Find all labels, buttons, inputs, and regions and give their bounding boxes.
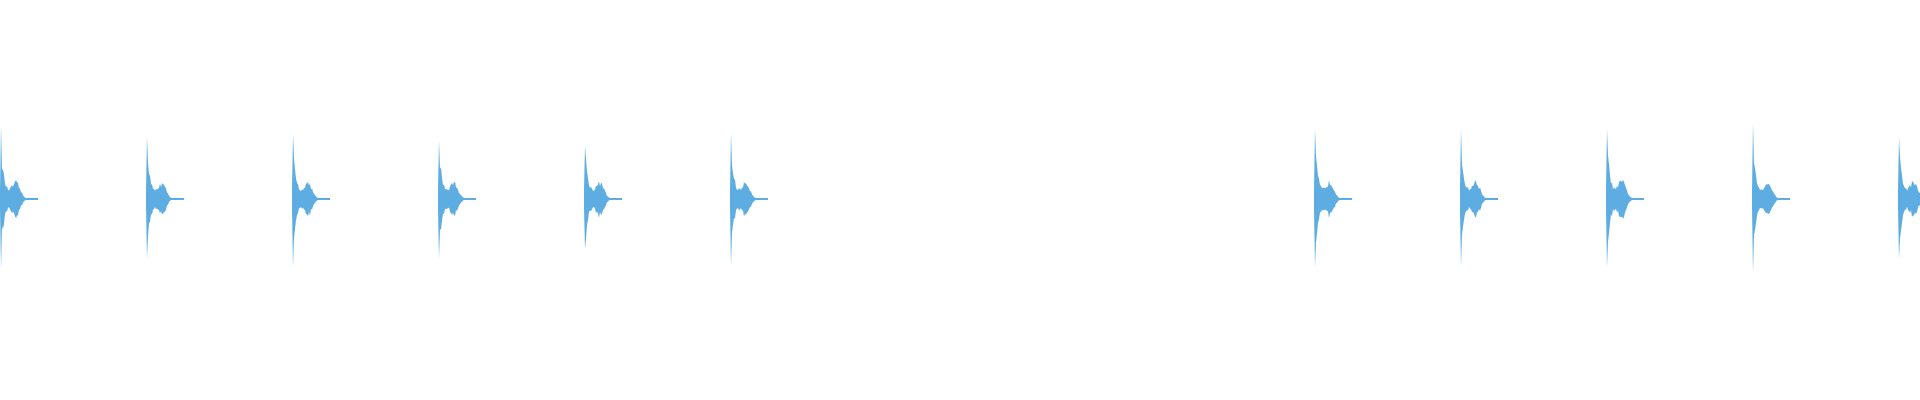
waveform-burst [730, 133, 764, 266]
waveform-burst [584, 146, 618, 250]
waveform-tail [34, 198, 38, 200]
waveform-tail [1348, 198, 1352, 200]
waveform-tail [618, 198, 622, 200]
waveform-burst [0, 125, 34, 270]
waveform-burst [1460, 129, 1494, 267]
waveform-burst [292, 133, 326, 267]
waveform-tail [1786, 198, 1790, 200]
waveform-burst [438, 140, 472, 260]
waveform-tail [1640, 198, 1644, 200]
waveform-tail [472, 198, 476, 200]
waveform-burst [1314, 128, 1348, 268]
waveform-tail [326, 198, 330, 200]
waveform-burst [1752, 123, 1786, 273]
waveform-burst [146, 136, 180, 259]
waveform-bursts [0, 123, 1920, 273]
waveform-tail [1494, 198, 1498, 200]
waveform-burst [1606, 129, 1640, 267]
waveform-tail [764, 198, 768, 200]
waveform-tail [180, 198, 184, 200]
waveform-burst [1898, 137, 1920, 259]
